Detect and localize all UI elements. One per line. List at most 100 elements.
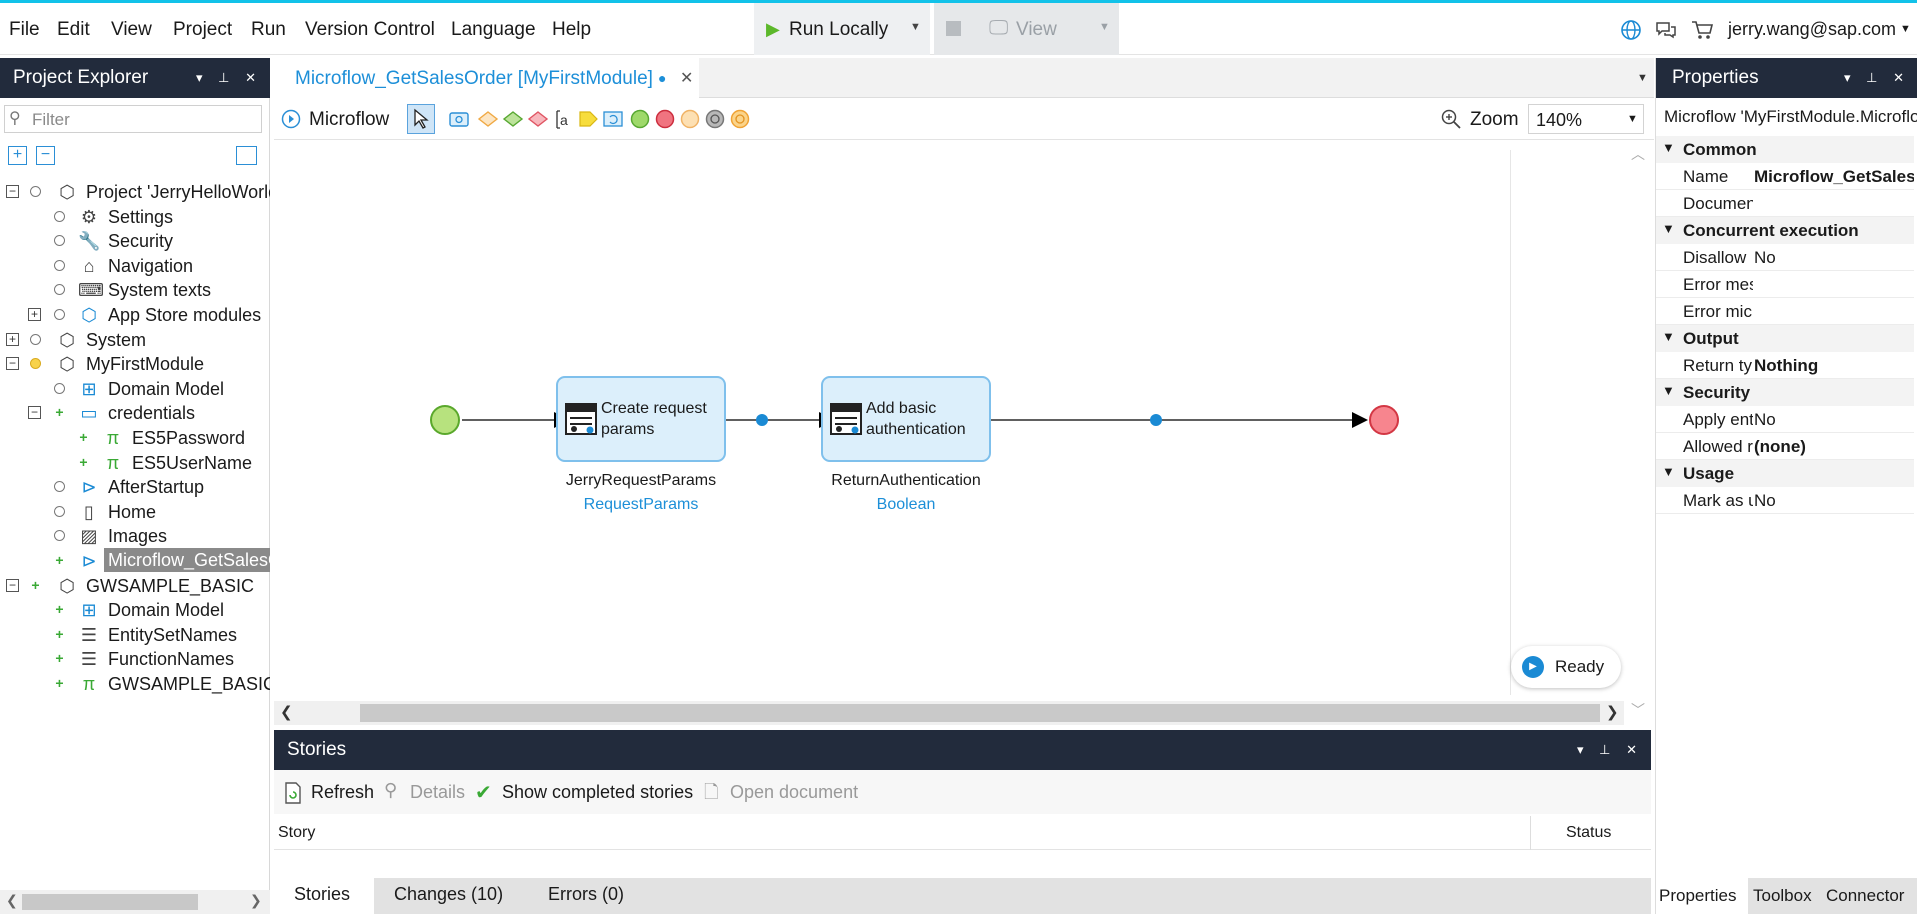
parameter-tool-icon[interactable] [577,108,599,130]
cart-icon[interactable] [1690,19,1714,41]
column-header-story[interactable]: Story [278,824,316,841]
menu-view[interactable]: View [111,19,152,40]
chevron-left-icon[interactable]: ❮ [6,892,18,908]
end-event-tool-icon[interactable] [654,108,676,130]
merge-tool-icon[interactable] [527,108,549,130]
property-row[interactable]: Return typeNothing [1656,352,1914,379]
tab-stories-label[interactable]: Stories [294,884,351,904]
pointer-tool-button[interactable] [407,104,435,134]
zoom-select[interactable]: 140% ▼ [1528,104,1644,134]
expand-node-icon[interactable]: + [28,308,41,321]
tab-connector[interactable]: Connector [1826,886,1905,905]
run-locally-button[interactable]: ▶ Run Locally ▼ [754,3,930,55]
loop-tool-icon[interactable] [602,108,624,130]
end-event[interactable] [1369,405,1399,435]
object-type-decision-icon[interactable] [502,108,524,130]
status-ready-badge[interactable]: ▶ Ready [1511,646,1621,688]
tree-item[interactable]: ⚙Settings [0,202,268,232]
chevron-down-icon[interactable]: ▼ [1662,140,1675,155]
menu-language[interactable]: Language [451,19,536,40]
tree-item[interactable]: −+⬡GWSAMPLE_BASIC [0,571,268,601]
stop-icon[interactable] [946,21,961,36]
error-event-tool-icon[interactable] [679,108,701,130]
chevron-down-icon[interactable]: ▼ [1662,221,1675,236]
tree-item[interactable]: ⊞Domain Model [0,374,268,404]
chevron-right-icon[interactable]: ❯ [1606,704,1619,721]
property-section[interactable]: ▼Common [1656,136,1914,163]
tab-errors[interactable]: Errors (0) [548,884,624,904]
continue-event-tool-icon[interactable] [704,108,726,130]
tree-item[interactable]: +⊳Microflow_GetSalesOrder [0,546,270,576]
chevron-down-icon[interactable]: ▼ [1900,23,1911,35]
annotation-tool-icon[interactable]: a [552,108,574,130]
user-account-label[interactable]: jerry.wang@sap.com [1728,19,1896,39]
panel-window-controls[interactable]: ▾ ⊥ ✕ [1844,70,1910,85]
tree-item[interactable]: −⬡MyFirstModule [0,349,268,379]
start-event[interactable] [430,405,460,435]
property-row[interactable]: Mark as usedNo [1656,487,1914,514]
panel-window-controls[interactable]: ▾ ⊥ ✕ [1577,742,1643,757]
canvas-horizontal-scrollbar[interactable]: ❮ ❯ [274,701,1624,725]
property-row[interactable]: Error microflow [1656,298,1914,325]
tree-item[interactable]: ▨Images [0,521,268,551]
tab-toolbox[interactable]: Toolbox [1753,886,1812,905]
chevron-down-icon[interactable]: ▼ [910,21,921,33]
tree-item[interactable]: +☰FunctionNames [0,644,268,674]
property-section[interactable]: ▼Concurrent execution [1656,217,1914,244]
chevron-down-icon[interactable]: ▼ [1662,383,1675,398]
break-event-tool-icon[interactable] [729,108,751,130]
tree-item[interactable]: −⬡Project 'JerryHelloWorld' [0,177,270,207]
expand-all-icon[interactable]: + [8,146,27,165]
tree-item[interactable]: +☰EntitySetNames [0,620,268,650]
chevron-down-icon[interactable]: ▼ [1662,464,1675,479]
activity-tool-icon[interactable] [448,108,470,130]
tab-stories[interactable] [274,878,374,914]
link-editor-icon[interactable] [236,146,257,165]
tree-item[interactable]: ⌂Navigation [0,251,268,281]
explorer-horizontal-scrollbar[interactable]: ❮ ❯ [0,890,270,914]
property-section[interactable]: ▼Usage [1656,460,1914,487]
property-row[interactable]: Documentation [1656,190,1914,217]
property-section[interactable]: ▼Output [1656,325,1914,352]
tree-item[interactable]: ⌨System texts [0,275,268,305]
menu-version-control[interactable]: Version Control [305,19,435,40]
collapse-node-icon[interactable]: − [6,578,19,592]
tab-microflow-getsalesorder[interactable]: Microflow_GetSalesOrder [MyFirstModule] … [274,58,699,98]
property-row[interactable]: Allowed roles(none) [1656,433,1914,460]
expand-node-icon[interactable]: + [6,332,19,346]
chat-icon[interactable] [1654,19,1678,41]
chevron-down-icon[interactable]: ▼ [1099,21,1110,33]
menu-file[interactable]: File [9,19,40,40]
chevron-down-icon[interactable]: ▼ [1637,72,1648,84]
collapse-all-icon[interactable]: − [36,146,55,165]
scroll-up-icon[interactable]: ︿ [1631,146,1645,162]
flow-connection-point[interactable] [1150,414,1162,426]
decision-tool-icon[interactable] [477,108,499,130]
start-event-tool-icon[interactable] [629,108,651,130]
tab-changes[interactable]: Changes (10) [394,884,504,904]
collapse-node-icon[interactable]: − [28,406,41,420]
activity-add-basic-authentication[interactable]: Add basic authentication [821,376,991,462]
chevron-right-icon[interactable]: ❯ [250,892,262,908]
close-tab-icon[interactable]: ✕ [680,70,694,87]
property-value[interactable]: No [1754,491,1776,510]
menu-run[interactable]: Run [251,19,286,40]
menu-help[interactable]: Help [552,19,592,40]
collapse-node-icon[interactable]: − [6,185,19,198]
chevron-left-icon[interactable]: ❮ [280,704,293,721]
tree-item[interactable]: −+▭credentials [0,398,268,428]
property-section[interactable]: ▼Security [1656,379,1914,406]
property-value[interactable]: Nothing [1754,356,1819,375]
scrollbar-thumb[interactable] [22,894,198,910]
tree-item[interactable]: +⬡System [0,325,268,355]
microflow-canvas[interactable]: Create request params JerryRequestParams… [274,140,1654,718]
menu-edit[interactable]: Edit [57,19,90,40]
property-value[interactable]: No [1754,248,1776,267]
property-value[interactable]: Microflow_GetSalesOrder [1754,167,1914,186]
menu-project[interactable]: Project [173,19,233,40]
activity-create-request-params[interactable]: Create request params [556,376,726,462]
